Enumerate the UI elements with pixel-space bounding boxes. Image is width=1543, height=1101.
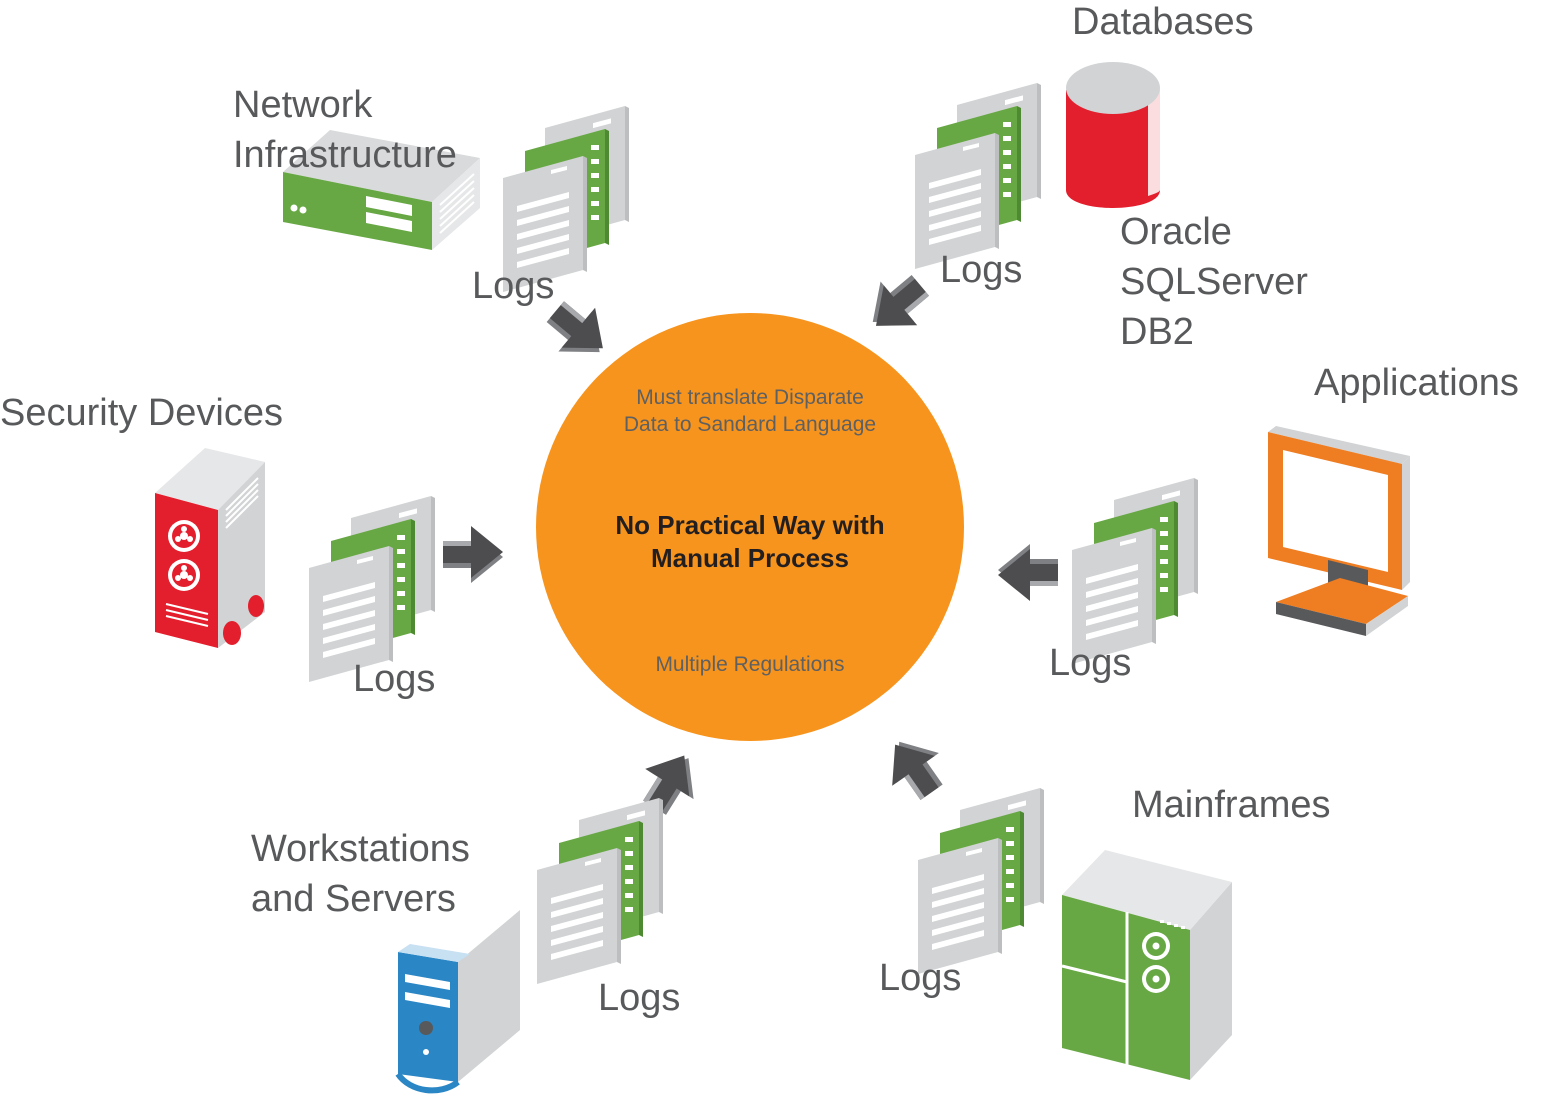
hub-top-text: Must translate Disparate Data to Sandard… xyxy=(600,384,900,438)
hub-main-line-1: No Practical Way with xyxy=(615,510,885,540)
arrow-mainframes xyxy=(873,726,955,809)
workstation-icon xyxy=(395,910,520,1094)
database-type-db2: DB2 xyxy=(1120,311,1194,353)
security-logs-label: Logs xyxy=(353,658,436,700)
database-type-sqlserver: SQLServer xyxy=(1120,261,1308,303)
log-stack-workstations xyxy=(537,798,663,984)
log-stack-databases xyxy=(915,83,1041,269)
log-stack-applications xyxy=(1072,478,1198,664)
mainframes-label: Mainframes xyxy=(1132,784,1331,826)
workstations-label-line-2: and Servers xyxy=(251,878,456,920)
network-label: Network Infrastructure xyxy=(233,80,457,180)
applications-logs-label: Logs xyxy=(1049,642,1132,684)
hub-circle xyxy=(536,313,964,741)
workstations-label: Workstations and Servers xyxy=(251,824,470,924)
log-stack-mainframes xyxy=(918,788,1044,974)
network-label-line-1: Network xyxy=(233,84,373,126)
databases-label: Databases xyxy=(1072,1,1254,43)
network-label-line-2: Infrastructure xyxy=(233,134,457,176)
log-stack-security xyxy=(309,496,435,682)
security-device-icon xyxy=(155,448,265,648)
network-device-icon xyxy=(283,130,480,250)
hub-main-line-2: Manual Process xyxy=(651,543,849,573)
mainframes-logs-label: Logs xyxy=(879,957,962,999)
database-types-list: Oracle SQLServer DB2 xyxy=(1120,207,1308,357)
arrow-applications xyxy=(998,544,1058,601)
workstations-label-line-1: Workstations xyxy=(251,828,470,870)
arrow-databases xyxy=(856,263,939,346)
hub-main-text: No Practical Way with Manual Process xyxy=(560,509,940,575)
databases-logs-label: Logs xyxy=(940,249,1023,291)
application-monitor-icon xyxy=(1268,426,1410,636)
hub-top-line-2: Data to Sandard Language xyxy=(623,413,877,436)
mainframe-icon xyxy=(1061,850,1232,1080)
hub-top-line-1: Must translate Disparate xyxy=(636,386,864,409)
database-icon xyxy=(1066,62,1160,208)
applications-label: Applications xyxy=(1314,362,1519,404)
database-type-oracle: Oracle xyxy=(1120,211,1232,253)
arrow-security xyxy=(443,526,503,583)
network-logs-label: Logs xyxy=(472,265,555,307)
workstations-logs-label: Logs xyxy=(598,977,681,1019)
security-label: Security Devices xyxy=(0,392,283,434)
hub-bottom-text: Multiple Regulations xyxy=(655,653,845,676)
